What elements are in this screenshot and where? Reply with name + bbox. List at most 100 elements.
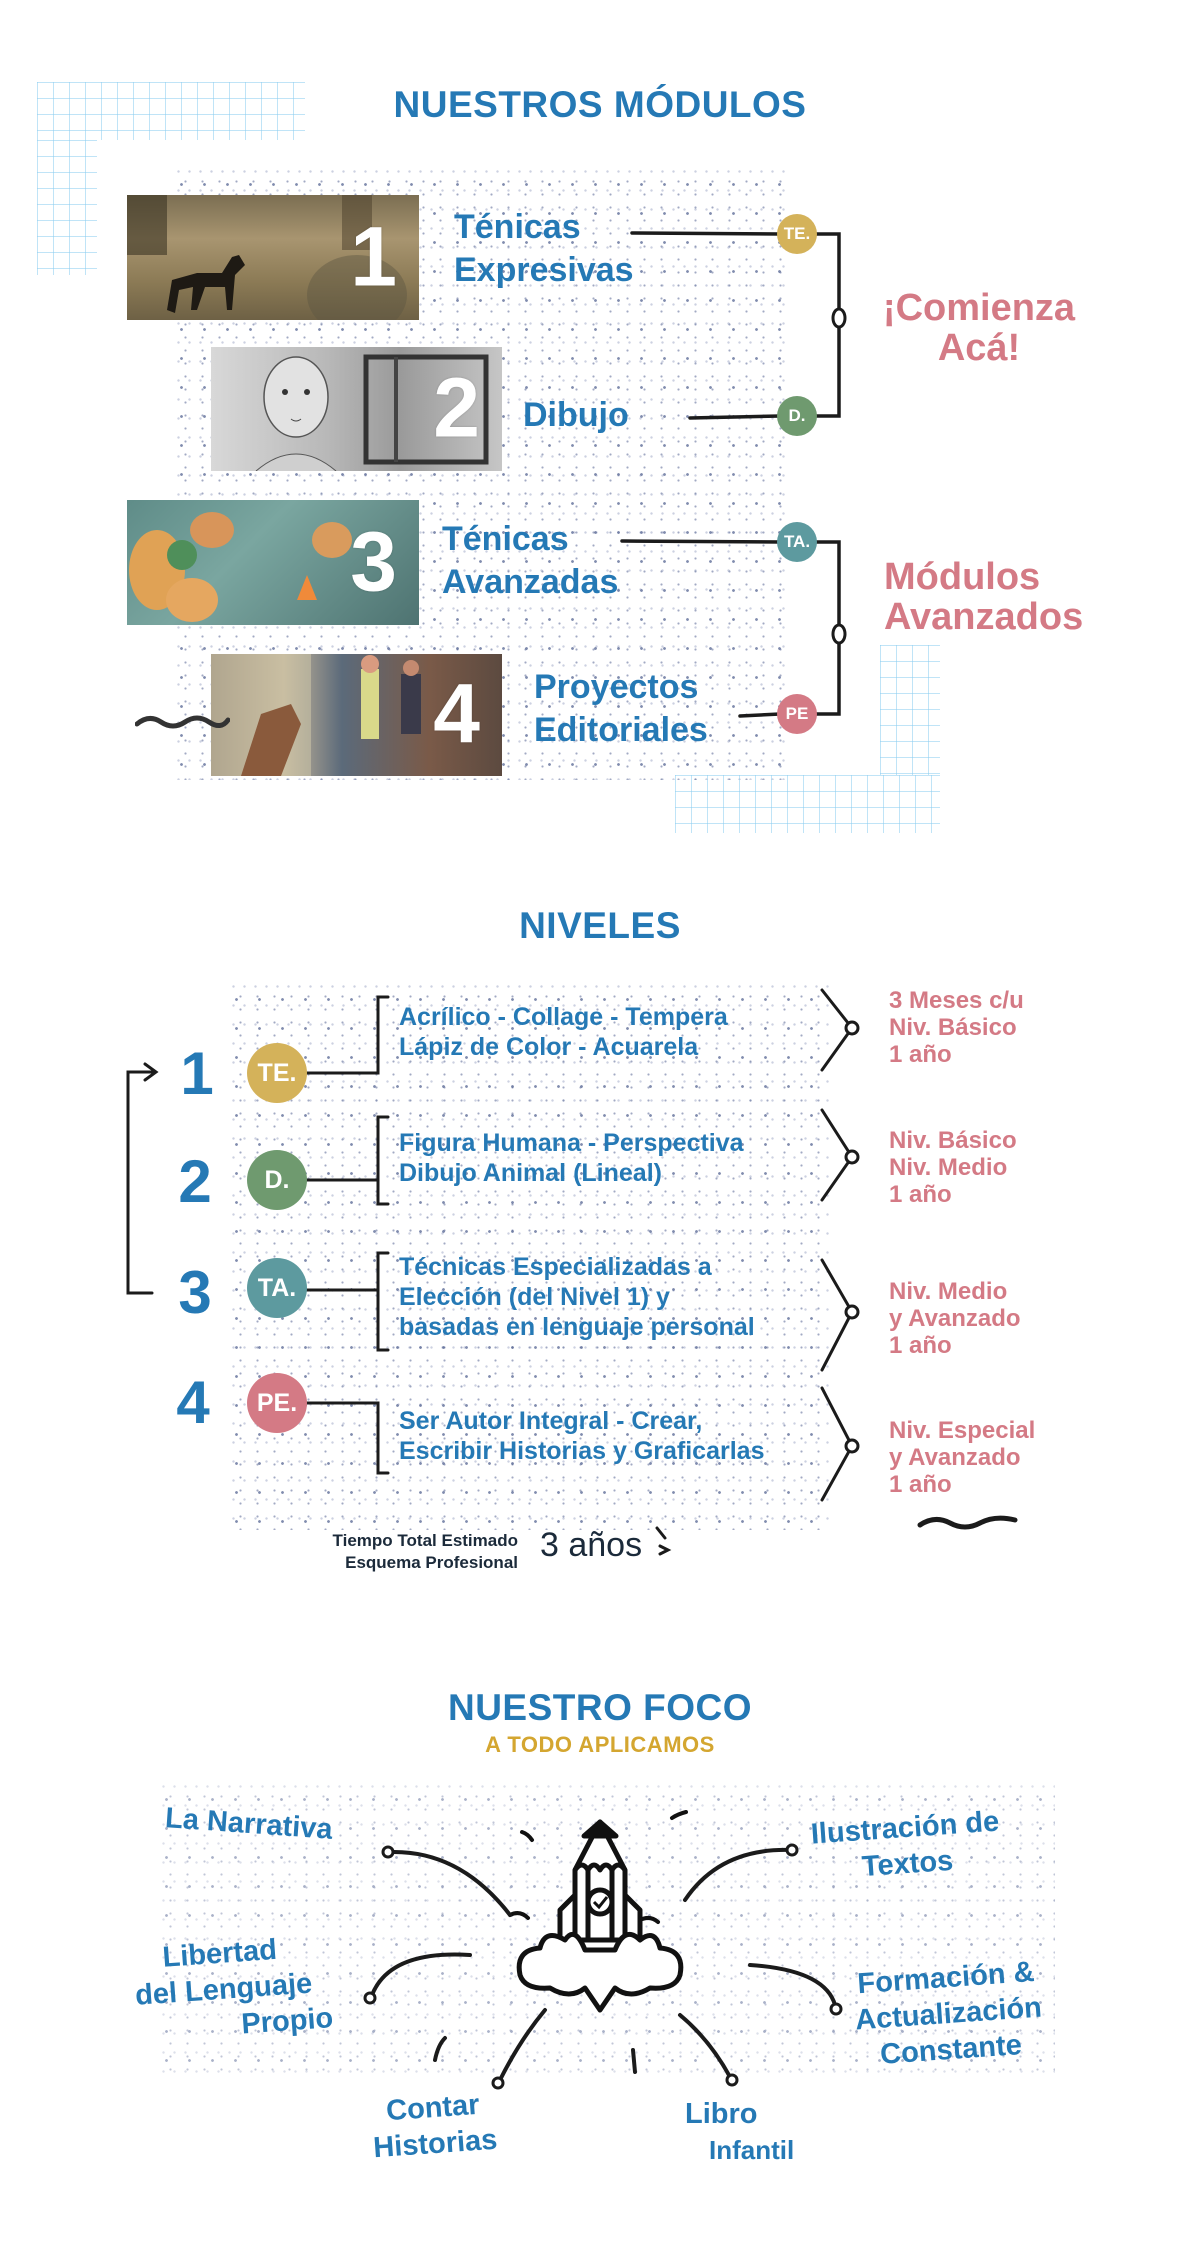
duration-line: Niv. Básico [889, 1014, 1017, 1041]
connector-line [738, 712, 782, 718]
module-label-line: Avanzadas [442, 563, 619, 601]
description-line: Técnicas Especializadas a [399, 1253, 712, 1281]
connector-line [620, 539, 782, 544]
level-1-duration: 3 Meses c/u Niv. Básico 1 año [889, 987, 1024, 1068]
label-line: Acá! [937, 327, 1021, 369]
label-line: ¡Comienza [882, 287, 1076, 329]
focus-subtitle: A TODO APLICAMOS [485, 1732, 715, 1757]
wave-decoration [917, 1515, 1018, 1530]
levels-connectors [126, 988, 1018, 1556]
level-badge-pe: PE. [247, 1373, 307, 1433]
focus-line: Infantil [709, 2135, 795, 2165]
module-3-label[interactable]: Ténicas Avanzadas [442, 518, 618, 604]
grid-decoration [675, 775, 940, 833]
advanced-modules-label: Módulos Avanzados [884, 557, 1083, 637]
level-number: 1 [180, 1040, 214, 1107]
module-2-label[interactable]: Dibujo [523, 394, 629, 437]
level-badge-te: TE. [247, 1043, 307, 1103]
description-line: Dibujo Animal (Lineal) [399, 1159, 662, 1187]
grid-decoration [37, 140, 97, 275]
module-label-line: Expresivas [454, 251, 634, 289]
module-4-label[interactable]: Proyectos Editoriales [534, 666, 708, 752]
level-badge-ta: TA. [247, 1258, 307, 1318]
focus-item-libro: Libro Infantil [685, 2096, 794, 2168]
level-2-description: Figura Humana - Perspectiva Dibujo Anima… [399, 1128, 744, 1188]
badge-ta: TA. [777, 522, 817, 562]
module-4-image: 4 [211, 654, 502, 776]
focus-line: Libro [685, 2098, 758, 2130]
level-badge-d: D. [247, 1150, 307, 1210]
level-4-description: Ser Autor Integral - Crear, Escribir His… [399, 1406, 764, 1466]
level-number: 4 [176, 1369, 210, 1436]
description-line: basadas en lenguaje personal [399, 1313, 755, 1341]
connector-line [630, 231, 782, 236]
description-line: Escribir Historias y Graficarlas [399, 1437, 765, 1465]
module-label-line: Ténicas [442, 520, 569, 558]
description-line: Acrílico - Collage - Tempera [399, 1003, 728, 1031]
start-here-label: ¡Comienza Acá! [868, 288, 1090, 368]
description-line: Ser Autor Integral - Crear, [399, 1407, 703, 1435]
ink-speckle-background [225, 985, 830, 1530]
levels-title: NIVELES [519, 905, 681, 946]
portrait-sketch-icon [255, 354, 489, 471]
level-number: 2 [178, 1148, 212, 1215]
badge-pe: PE [777, 694, 817, 734]
duration-line: y Avanzado [889, 1444, 1021, 1471]
focus-connectors [363, 1843, 843, 2090]
badge-te: TE. [777, 214, 817, 254]
modules-title: NUESTROS MÓDULOS [393, 84, 807, 125]
horse-silhouette-icon [127, 195, 407, 320]
module-label-line: Ténicas [454, 208, 581, 246]
description-line: Elección (del Nivel 1) y [399, 1283, 670, 1311]
module-label-line: Editoriales [534, 711, 708, 749]
level-4-duration: Niv. Especial y Avanzado 1 año [889, 1417, 1035, 1498]
duration-line: Niv. Medio [889, 1278, 1008, 1305]
grid-decoration [880, 645, 940, 775]
module-label-line: Dibujo [523, 396, 629, 434]
duration-line: 3 Meses c/u [889, 987, 1024, 1014]
pencil-rocket-icon [508, 1810, 688, 2013]
focus-line: Historias [372, 2123, 499, 2165]
module-label-line: Proyectos [534, 668, 699, 706]
focus-title: NUESTRO FOCO [447, 1687, 753, 1728]
total-label-line: Tiempo Total Estimado [332, 1531, 518, 1550]
focus-item-libertad: Libertad del Lenguaje Propio [131, 1928, 334, 2049]
wave-decoration [135, 715, 230, 729]
module-number: 4 [433, 666, 480, 761]
total-label-line: Esquema Profesional [345, 1553, 518, 1572]
grid-decoration [37, 82, 305, 140]
duration-line: 1 año [889, 1471, 952, 1498]
level-number: 3 [178, 1259, 212, 1326]
painting-hand-icon [211, 654, 421, 776]
label-line: Módulos [884, 556, 1041, 598]
focus-item-ilustracion: Ilustración de Textos [810, 1804, 1003, 1889]
connector-line [688, 414, 782, 420]
arrow-head [143, 1062, 159, 1082]
duration-line: Niv. Especial [889, 1417, 1036, 1444]
total-time-label: Tiempo Total Estimado Esquema Profesiona… [260, 1530, 518, 1574]
level-3-duration: Niv. Medio y Avanzado 1 año [889, 1278, 1021, 1359]
mice-illustration-icon [129, 512, 352, 622]
focus-item-contar: Contar Historias [370, 2086, 499, 2166]
duration-line: Niv. Básico [889, 1127, 1017, 1154]
module-3-image: 3 [127, 500, 419, 625]
badge-d: D. [777, 396, 817, 436]
description-line: Lápiz de Color - Acuarela [399, 1033, 699, 1061]
module-number: 1 [350, 208, 397, 303]
label-line: Avanzados [884, 596, 1084, 638]
module-1-label[interactable]: Ténicas Expresivas [454, 206, 634, 292]
duration-line: 1 año [889, 1332, 952, 1359]
duration-line: y Avanzado [889, 1305, 1021, 1332]
module-1-image: 1 [127, 195, 419, 320]
module-connectors [620, 231, 847, 718]
total-time-value: 3 años [540, 1526, 643, 1564]
level-3-description: Técnicas Especializadas a Elección (del … [399, 1252, 755, 1342]
module-2-image: 2 [211, 347, 502, 471]
description-line: Figura Humana - Perspectiva [399, 1129, 744, 1157]
level-2-duration: Niv. Básico Niv. Medio 1 año [889, 1127, 1017, 1208]
duration-line: Niv. Medio [889, 1154, 1008, 1181]
module-number: 2 [433, 360, 480, 455]
focus-item-formacion: Formación & Actualización Constante [851, 1954, 1045, 2075]
module-number: 3 [350, 513, 397, 608]
level-1-description: Acrílico - Collage - Tempera Lápiz de Co… [399, 1002, 728, 1062]
